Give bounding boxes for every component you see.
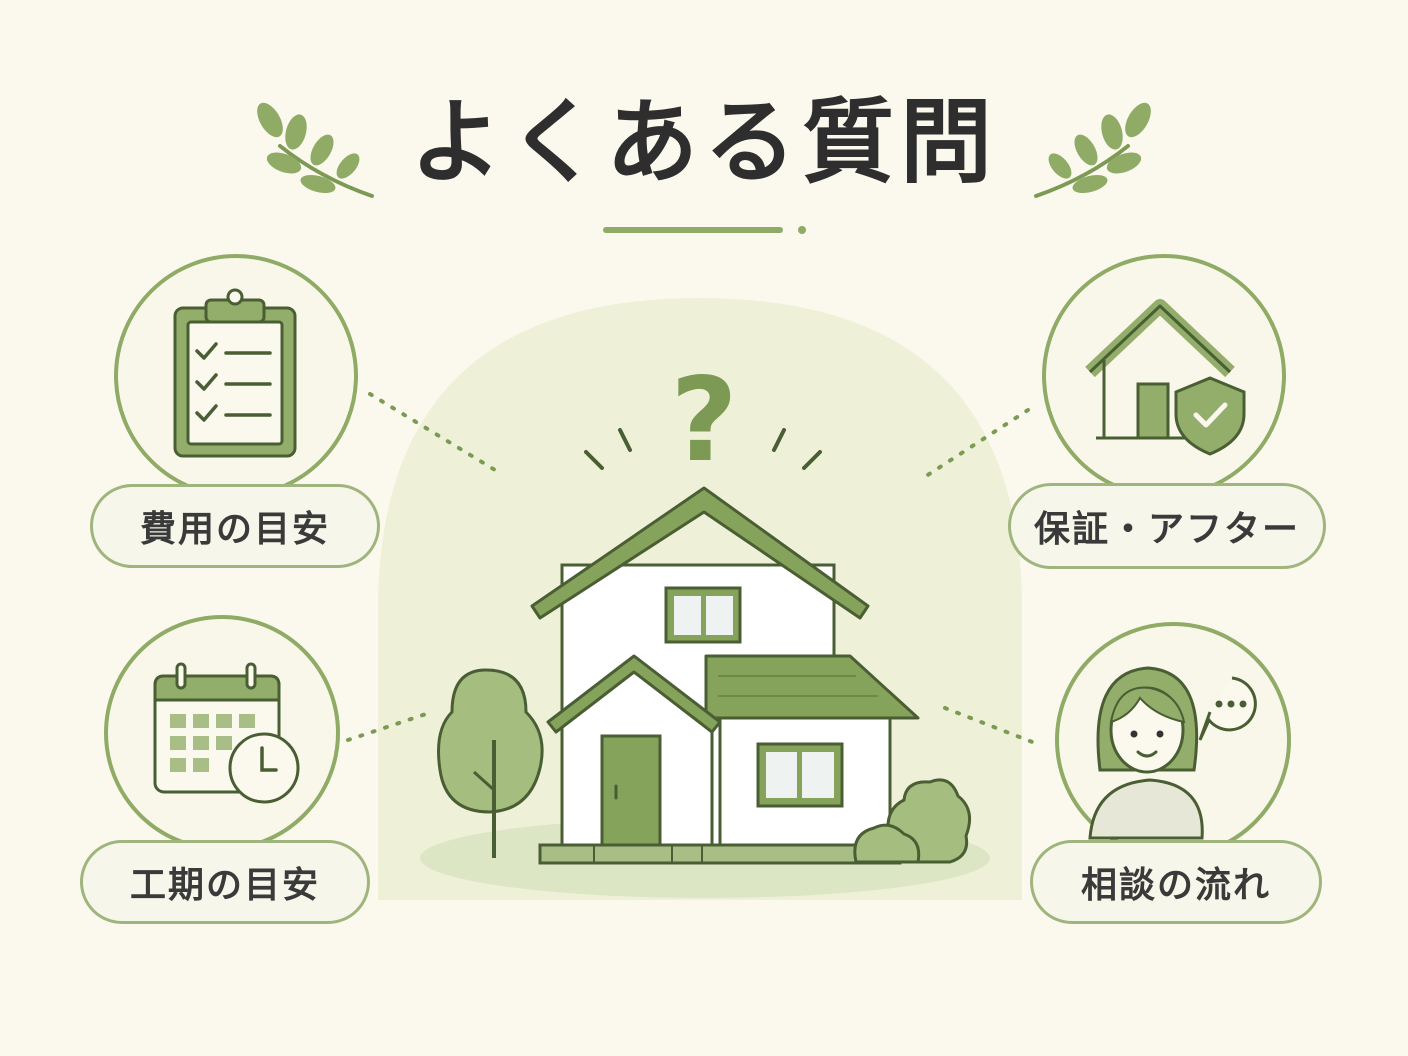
bush-icon — [853, 778, 972, 864]
topic-cost-label[interactable]: 費用の目安 — [90, 484, 380, 568]
warranty-circle — [1042, 254, 1286, 498]
topic-consultation-label[interactable]: 相談の流れ — [1030, 840, 1322, 924]
left-laurel-icon — [257, 102, 374, 198]
right-laurel-icon — [1034, 102, 1151, 198]
connector-lines — [346, 392, 1042, 747]
question-mark-icon: ? — [670, 353, 737, 488]
page-title: よくある質問 — [409, 89, 998, 196]
house-question-icon — [530, 486, 920, 865]
house-shield-icon — [1085, 299, 1246, 456]
person-speech-icon — [1088, 666, 1257, 840]
tree-icon — [437, 668, 544, 858]
calendar-clock-icon — [153, 662, 300, 804]
clipboard-checklist-icon — [173, 288, 297, 458]
question-rays — [584, 428, 822, 470]
title-underline-dot — [798, 226, 806, 234]
topic-period-label[interactable]: 工期の目安 — [80, 840, 370, 924]
topic-warranty-label[interactable]: 保証・アフター — [1008, 483, 1326, 569]
